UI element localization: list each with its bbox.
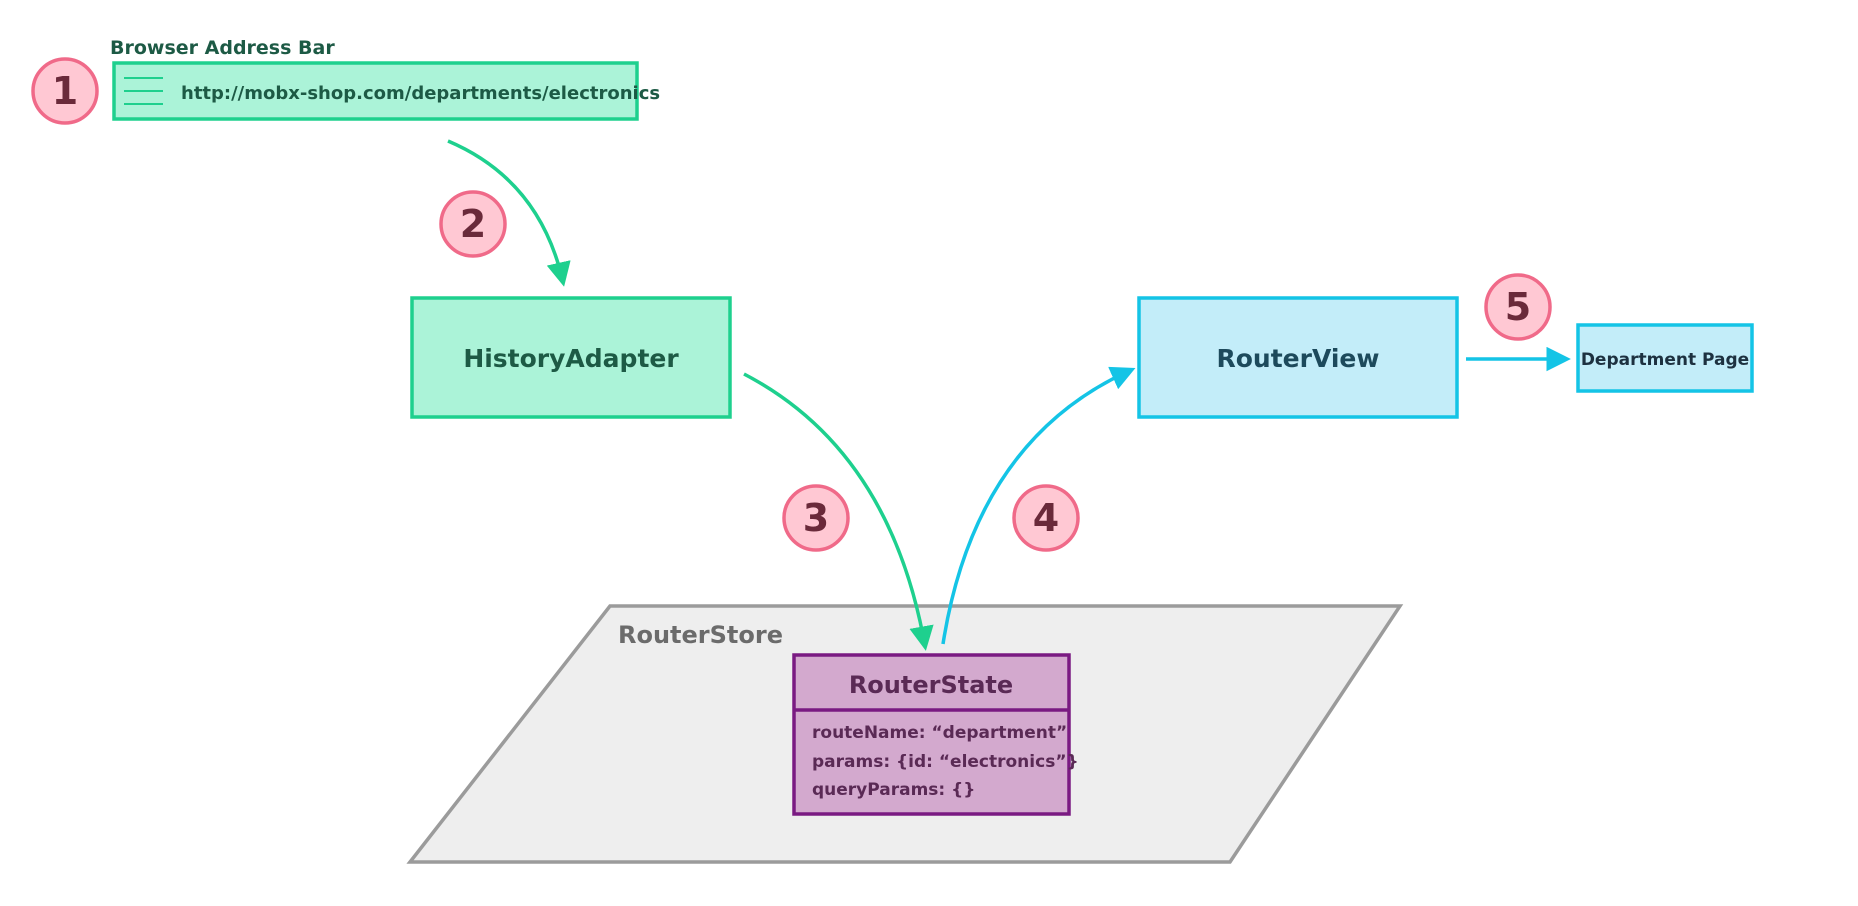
svg-text:2: 2: [460, 202, 486, 246]
history-adapter-label: HistoryAdapter: [463, 344, 679, 373]
router-state-field: queryParams: {}: [812, 780, 975, 800]
router-state-field: params: {id: “electronics”}: [812, 752, 1079, 772]
hamburger-menu-icon: [124, 77, 163, 105]
arrow-address-to-history-adapter: [447, 139, 571, 287]
arrow-history-adapter-to-router-state: [743, 372, 934, 651]
history-adapter: HistoryAdapter: [410, 296, 732, 419]
svg-text:4: 4: [1033, 496, 1059, 540]
department-page-label: Department Page: [1581, 350, 1749, 370]
step-5-badge: 5: [1484, 273, 1552, 341]
step-4-badge: 4: [1012, 484, 1080, 552]
router-store-label: RouterStore: [618, 621, 783, 649]
router-view-label: RouterView: [1217, 344, 1380, 373]
step-2-badge: 2: [439, 190, 507, 258]
step-3-badge: 3: [782, 484, 850, 552]
router-state-title: RouterState: [849, 671, 1013, 699]
address-bar: http://mobx-shop.com/departments/electro…: [112, 61, 660, 121]
router-state: RouterState routeName: “department” para…: [792, 653, 1079, 816]
svg-text:3: 3: [803, 496, 829, 540]
arrow-router-state-to-router-view: [941, 366, 1136, 645]
router-view: RouterView: [1137, 296, 1459, 419]
svg-text:1: 1: [52, 69, 78, 113]
step-1-badge: 1: [31, 57, 99, 125]
department-page: Department Page: [1576, 323, 1754, 393]
address-bar-url: http://mobx-shop.com/departments/electro…: [181, 83, 660, 104]
address-bar-title: Browser Address Bar: [110, 37, 335, 59]
router-state-field: routeName: “department”: [812, 723, 1067, 743]
svg-text:5: 5: [1505, 285, 1531, 329]
